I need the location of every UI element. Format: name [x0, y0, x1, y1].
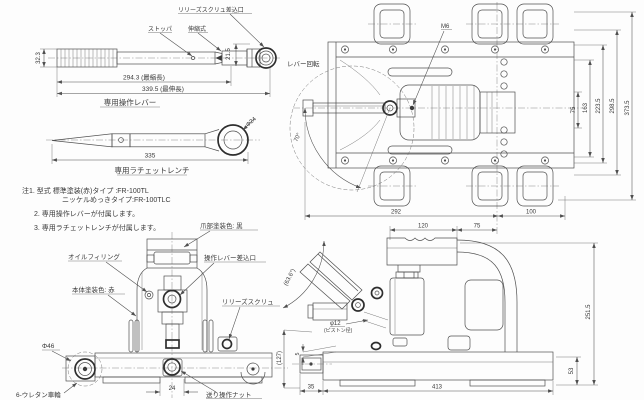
wrench-title: 専用ラチェットレンチ [115, 165, 190, 175]
side-dim-413: 413 [432, 385, 443, 391]
note-line1a: 注1. 型式 標準塗装(赤)タイプ :FR-100TL [22, 186, 149, 195]
side-dim-5: 5 [295, 352, 301, 355]
lever-telescopic-label: 伸縮式 [188, 25, 206, 33]
top-angle-label: 70° [293, 132, 303, 143]
piston-dia-label: φ12 [330, 321, 341, 327]
ratchet-pivot [351, 298, 365, 312]
feed-nut [163, 358, 181, 376]
lever-dim-max: 339.5 (最伸長) [142, 84, 184, 93]
oil-filling-label: オイルフィリング [68, 252, 120, 261]
dim-298: 298.5 [610, 98, 616, 114]
side-dim-35: 35 [308, 385, 315, 391]
lever-end-socket [255, 47, 277, 69]
front-view: 爪部塗装色: 黒 オイルフィリング 操作レバー差込口 本体塗装色: 赤 リリーズ… [16, 221, 288, 399]
dim-100: 100 [526, 210, 537, 216]
m6-hole [409, 105, 415, 111]
wrench-dim-diameter: Φ24 [245, 116, 258, 129]
lever-dim-min: 294.3 (最縮長) [123, 73, 165, 82]
dim-75: 75 [571, 106, 577, 113]
wheel-outline [67, 351, 103, 387]
side-dim-251: 251.5 [586, 304, 592, 320]
wrench-view: Φ24 335 専用ラチェットレンチ [46, 116, 260, 176]
dim-373: 373.5 [625, 100, 631, 116]
note-line2: 2. 専用操作レバーが付属します。 [34, 209, 139, 218]
top-view: 70° レバー回転 M6 75 163 223.5 298.5 373.5 [287, 2, 636, 236]
mount-pads [368, 3, 559, 207]
lever-stopper-label: ストッパ [148, 26, 172, 33]
thread-label: M6 [441, 24, 450, 30]
wrench-ring [217, 124, 249, 156]
lever-title: 専用操作レバー [104, 97, 157, 107]
wheel-dia-label: Φ46 [42, 343, 55, 350]
wrench-dim-length: 335 [145, 153, 156, 160]
release-screw-label: リリーズスクリュ [222, 297, 274, 306]
lever-dim-width: 32.3 [36, 52, 42, 64]
release-screw-side [370, 341, 382, 351]
dim-163: 163 [583, 102, 589, 113]
stopper-hole [191, 56, 195, 60]
lever-rotation-label: レバー回転 [287, 60, 320, 68]
note-line1b: ニッケルめっきタイプ:FR-100TLC [62, 195, 171, 204]
wheels-label: 6-ウレタン車輪 [16, 390, 61, 399]
lever-view: 32.3 21.5 リリーズスクリュ差込口 ストッパ 伸縮式 294.3 (最縮… [36, 6, 280, 108]
bolt-holes [500, 58, 508, 158]
lever-swing-circle [289, 65, 415, 191]
lever-release-port-label: リリーズスクリュ差込口 [178, 6, 244, 14]
side-dim-120: 120 [418, 224, 429, 230]
claw-color-label: 爪部塗装色: 黒 [200, 221, 243, 230]
side-angle-label: (63.6°) [283, 268, 297, 287]
dim-223: 223.5 [596, 98, 602, 114]
lever-socket-front [162, 289, 182, 309]
side-view: 120 75 (63.6°) φ12 [277, 224, 598, 395]
notes-block: 注1. 型式 標準塗装(赤)タイプ :FR-100TL ニッケルめっきタイプ:F… [22, 186, 171, 232]
socket-label: 操作レバー差込口 [204, 253, 256, 262]
side-dim-53: 53 [569, 367, 575, 374]
body-color-label: 本体塗装色: 赤 [72, 285, 115, 294]
oil-port [144, 290, 154, 300]
note-line3: 3. 専用ラチェットレンチが付属します。 [34, 223, 160, 232]
lever-dim-neck: 21.5 [226, 48, 232, 60]
feed-nut-label: 送り操作ナット [206, 390, 252, 399]
side-dim-75: 75 [474, 224, 481, 230]
top-view-right-dims: 75 163 223.5 298.5 373.5 [558, 11, 636, 201]
detent-mark [215, 55, 222, 61]
piston-note-label: (ピストン径) [324, 327, 353, 334]
side-dim-127: (127) [277, 351, 283, 365]
release-screw-front [221, 338, 233, 350]
dim-24: 24 [169, 386, 176, 392]
screw-row [341, 45, 549, 165]
dim-292: 292 [391, 210, 402, 216]
